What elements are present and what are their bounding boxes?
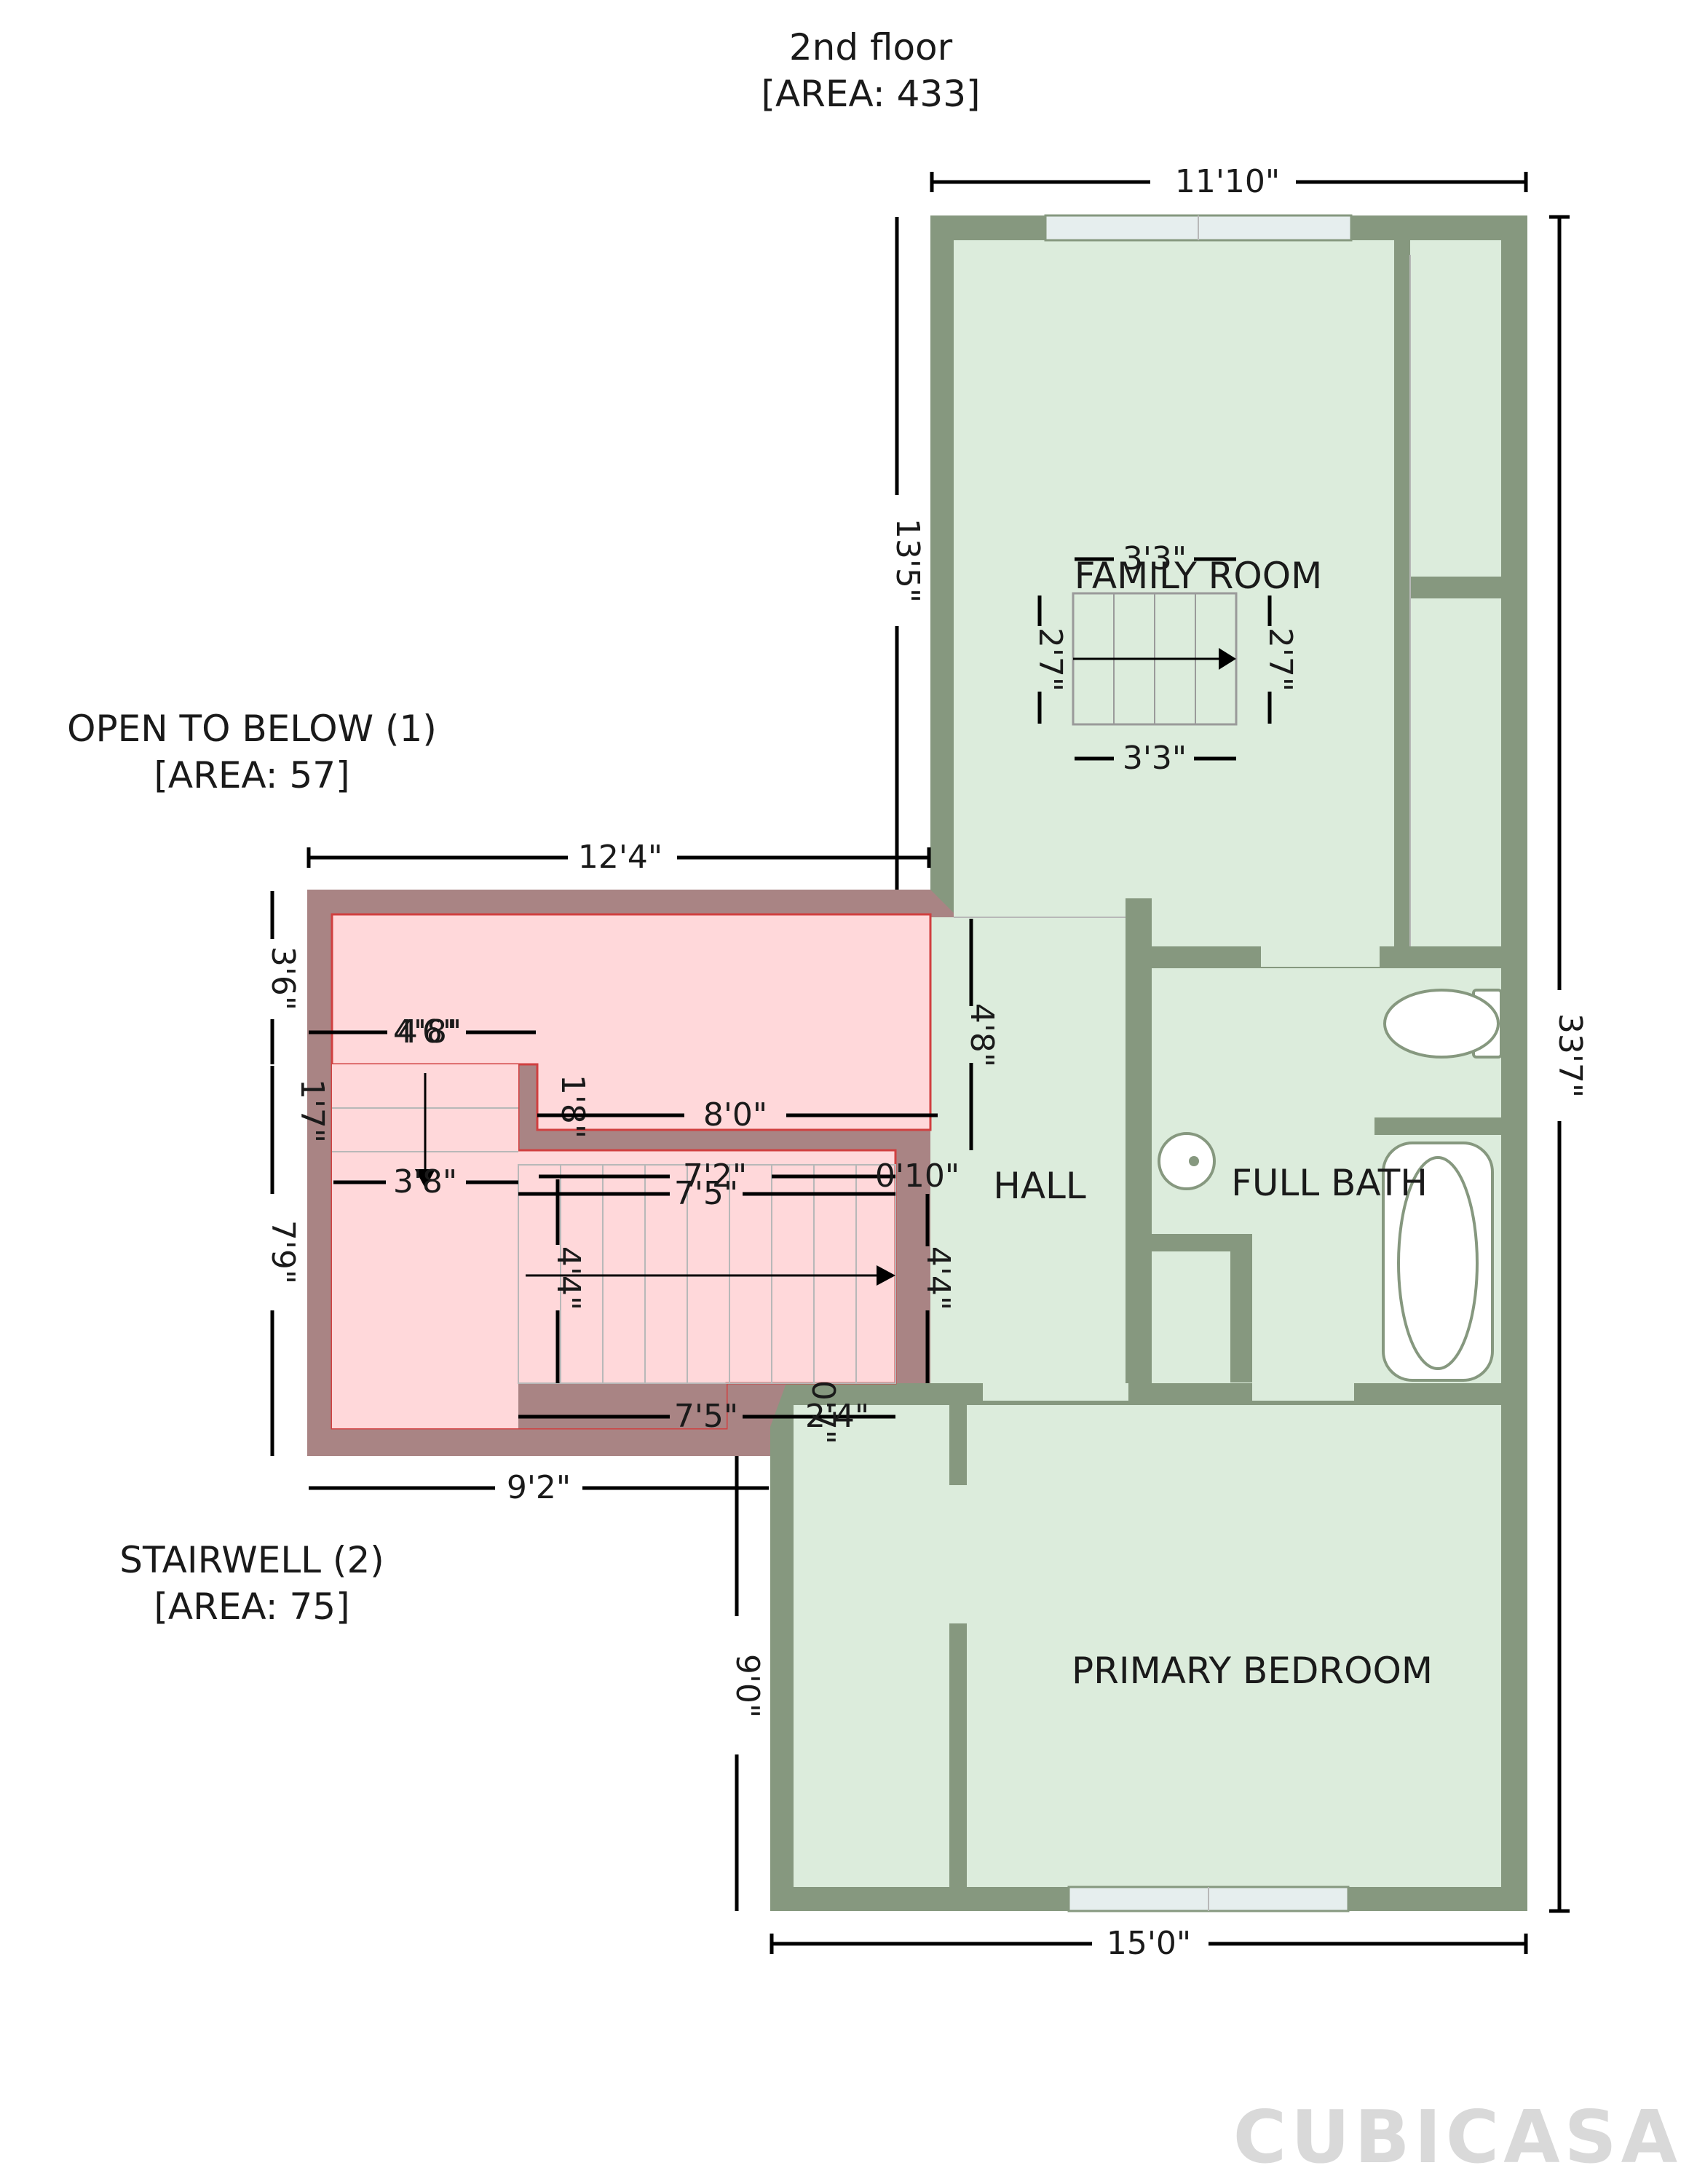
dim-hall-opening: 4'8" <box>963 1003 1000 1067</box>
room-label-hall: HALL <box>993 1165 1086 1207</box>
family-closet-floor <box>1412 255 1501 948</box>
bedroom-closet-wall <box>949 1401 967 1888</box>
dim-attic-right: 2'7" <box>1262 628 1299 692</box>
attic-arrow-icon <box>1219 648 1236 670</box>
stair-arrow-right-icon <box>877 1265 895 1286</box>
dim-top-width: 11'10" <box>1175 163 1280 200</box>
dim-attic-left: 2'7" <box>1032 628 1069 692</box>
bedroom-closet-door <box>949 1485 967 1623</box>
dim-stair-bottom: 7'5" <box>674 1398 738 1435</box>
floor-title: 2nd floor <box>789 26 953 68</box>
hall-bath-divider <box>1126 898 1152 1396</box>
dim-stair-small-a: 1'8" <box>554 1075 591 1139</box>
bath-top-wall-b <box>1380 946 1501 967</box>
dim-total-height: 33'7" <box>1551 1013 1589 1098</box>
dim-stair-small-b: 0'10" <box>875 1158 960 1195</box>
stairwell-area: [AREA: 75] <box>154 1586 349 1628</box>
closet-wall <box>1152 1234 1252 1251</box>
floor-area: [AREA: 433] <box>761 73 980 115</box>
stairwell-name: STAIRWELL (2) <box>119 1539 384 1581</box>
dim-stair-offset-a: 0'7" <box>804 1380 842 1444</box>
dim-open-to-below-width: 12'4" <box>578 839 662 876</box>
dim-hall-lower: 4'4" <box>919 1246 957 1310</box>
dim-stair-rise: 4'4" <box>550 1246 587 1310</box>
dim-stair-inner-height: 1'7" <box>293 1079 331 1143</box>
dim-bedroom-height: 9'0" <box>729 1654 766 1718</box>
bedroom-top-wall <box>770 1383 1527 1401</box>
stair-arrow-down-icon <box>415 1169 435 1188</box>
dim-attic-bottom: 3'3" <box>1123 740 1187 777</box>
dim-stair-landing: 3'8" <box>393 1163 457 1200</box>
dim-family-room-height: 13'5" <box>889 518 926 603</box>
room-label-full-bath: FULL BATH <box>1231 1162 1428 1204</box>
toilet-bowl-icon <box>1383 989 1500 1059</box>
room-label-family-room: FAMILY ROOM <box>1075 555 1323 597</box>
bathtub-basin <box>1397 1156 1479 1370</box>
bedroom-floor <box>794 1405 1501 1887</box>
closet-side-wall <box>1230 1251 1252 1382</box>
dim-stair-run-b: 7'5" <box>674 1175 738 1212</box>
hall-floor <box>903 917 1126 1383</box>
bath-entry-opening <box>1261 946 1380 967</box>
dim-stair-run-a: 7'2" <box>683 1158 747 1195</box>
open-to-below-area: [AREA: 57] <box>154 754 349 796</box>
family-closet-shelf <box>1394 577 1501 598</box>
bath-door-opening <box>1252 1383 1354 1401</box>
dim-stairwell-width: 9'2" <box>507 1469 571 1506</box>
dim-bottom-width: 15'0" <box>1107 1925 1191 1962</box>
dim-stair-run-top-b: 4'8" <box>397 1013 462 1051</box>
dim-open-to-below-height: 3'6" <box>264 946 301 1010</box>
hall-opening-bottom <box>983 1383 1128 1401</box>
tub-wall <box>1374 1117 1501 1135</box>
sink-icon <box>1158 1132 1216 1190</box>
family-hall-opening <box>954 900 1126 929</box>
dim-stairwell-height: 7'9" <box>264 1220 301 1284</box>
drain-icon <box>1189 1156 1199 1166</box>
dim-stair-offset-b: 2'4" <box>805 1398 869 1435</box>
bath-top-wall-a <box>1152 946 1261 967</box>
dim-attic-top: 3'3" <box>1123 540 1187 577</box>
room-label-primary-bedroom: PRIMARY BEDROOM <box>1072 1650 1433 1692</box>
cubicasa-logo: CUBICASA <box>1233 2094 1682 2180</box>
dim-stair-span: 8'0" <box>703 1096 767 1133</box>
open-to-below-name: OPEN TO BELOW (1) <box>67 708 437 750</box>
dim-stair-run-top: 4'6" <box>393 1013 457 1051</box>
